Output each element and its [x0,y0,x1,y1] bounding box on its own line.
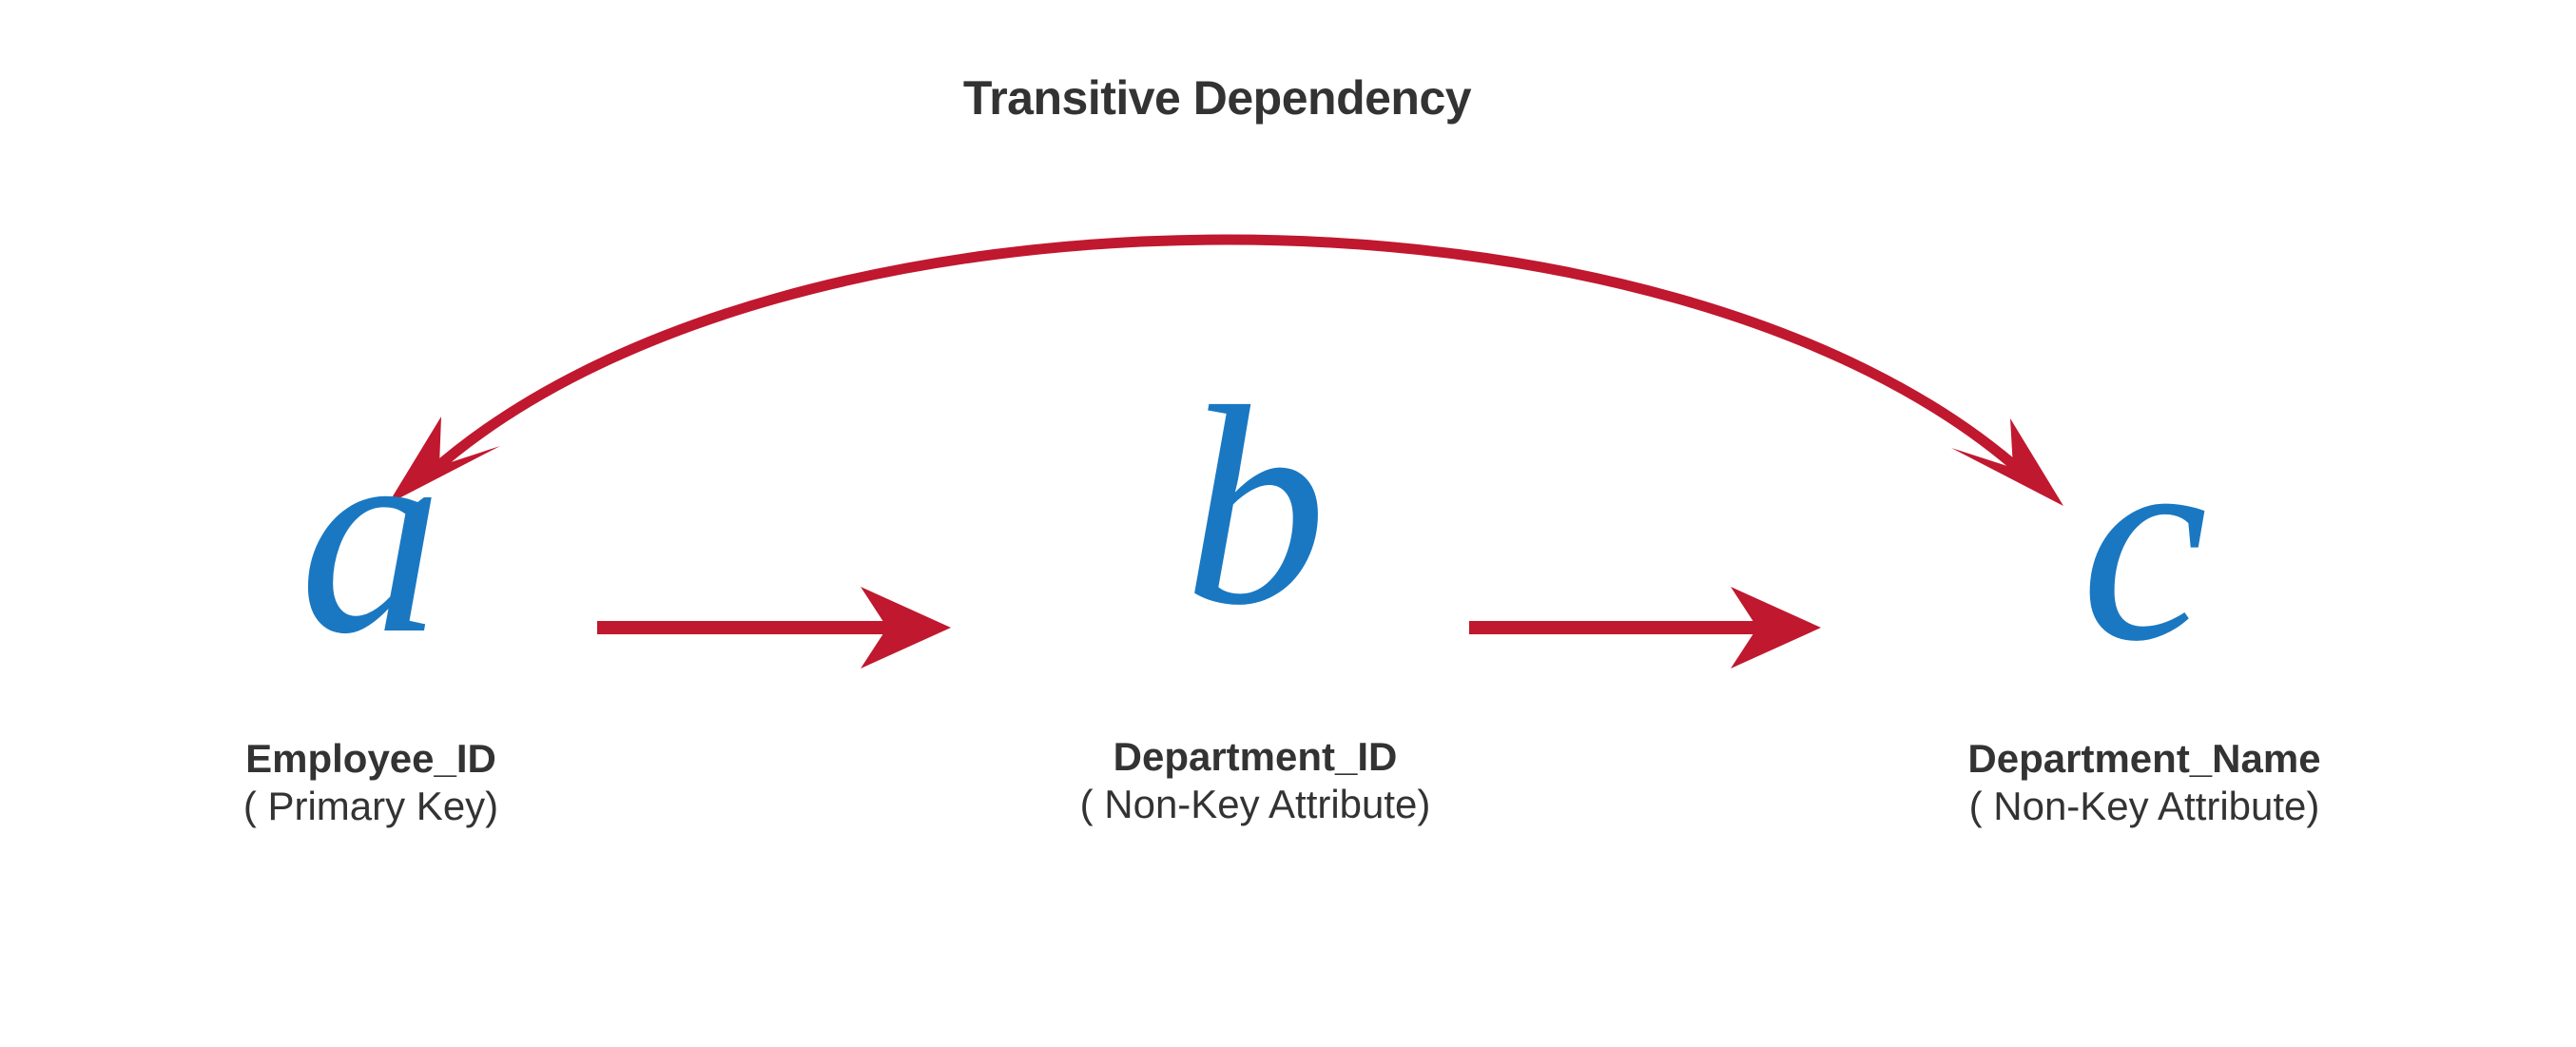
arrow-b-to-c [1469,587,1821,669]
node-label-name-c: Department_Name [1967,736,2321,781]
node-employee-id: a Employee_ID ( Primary Key) [124,392,618,829]
node-label-role-c: ( Non-Key Attribute) [1968,784,2320,829]
page-title: Transitive Dependency [962,71,1472,125]
node-label-role-a: ( Primary Key) [242,784,499,829]
arrow-a-to-b-head [861,587,951,669]
arrow-a-to-b [597,587,951,669]
node-label-name-a: Employee_ID [245,736,496,781]
arrow-b-to-c-shaft [1469,621,1762,634]
arrow-a-to-b-shaft [597,621,892,634]
node-label-role-b: ( Non-Key Attribute) [1079,782,1431,827]
node-symbol-c: c [2081,384,2208,700]
node-symbol-b: b [1184,348,1327,664]
arrow-b-to-c-head [1731,587,1821,669]
node-department-name: c Department_Name ( Non-Key Attribute) [1897,399,2392,829]
node-department-id: b Department_ID ( Non-Key Attribute) [1008,363,1502,827]
node-label-name-b: Department_ID [1113,734,1398,779]
node-symbol-a: a [300,377,442,692]
